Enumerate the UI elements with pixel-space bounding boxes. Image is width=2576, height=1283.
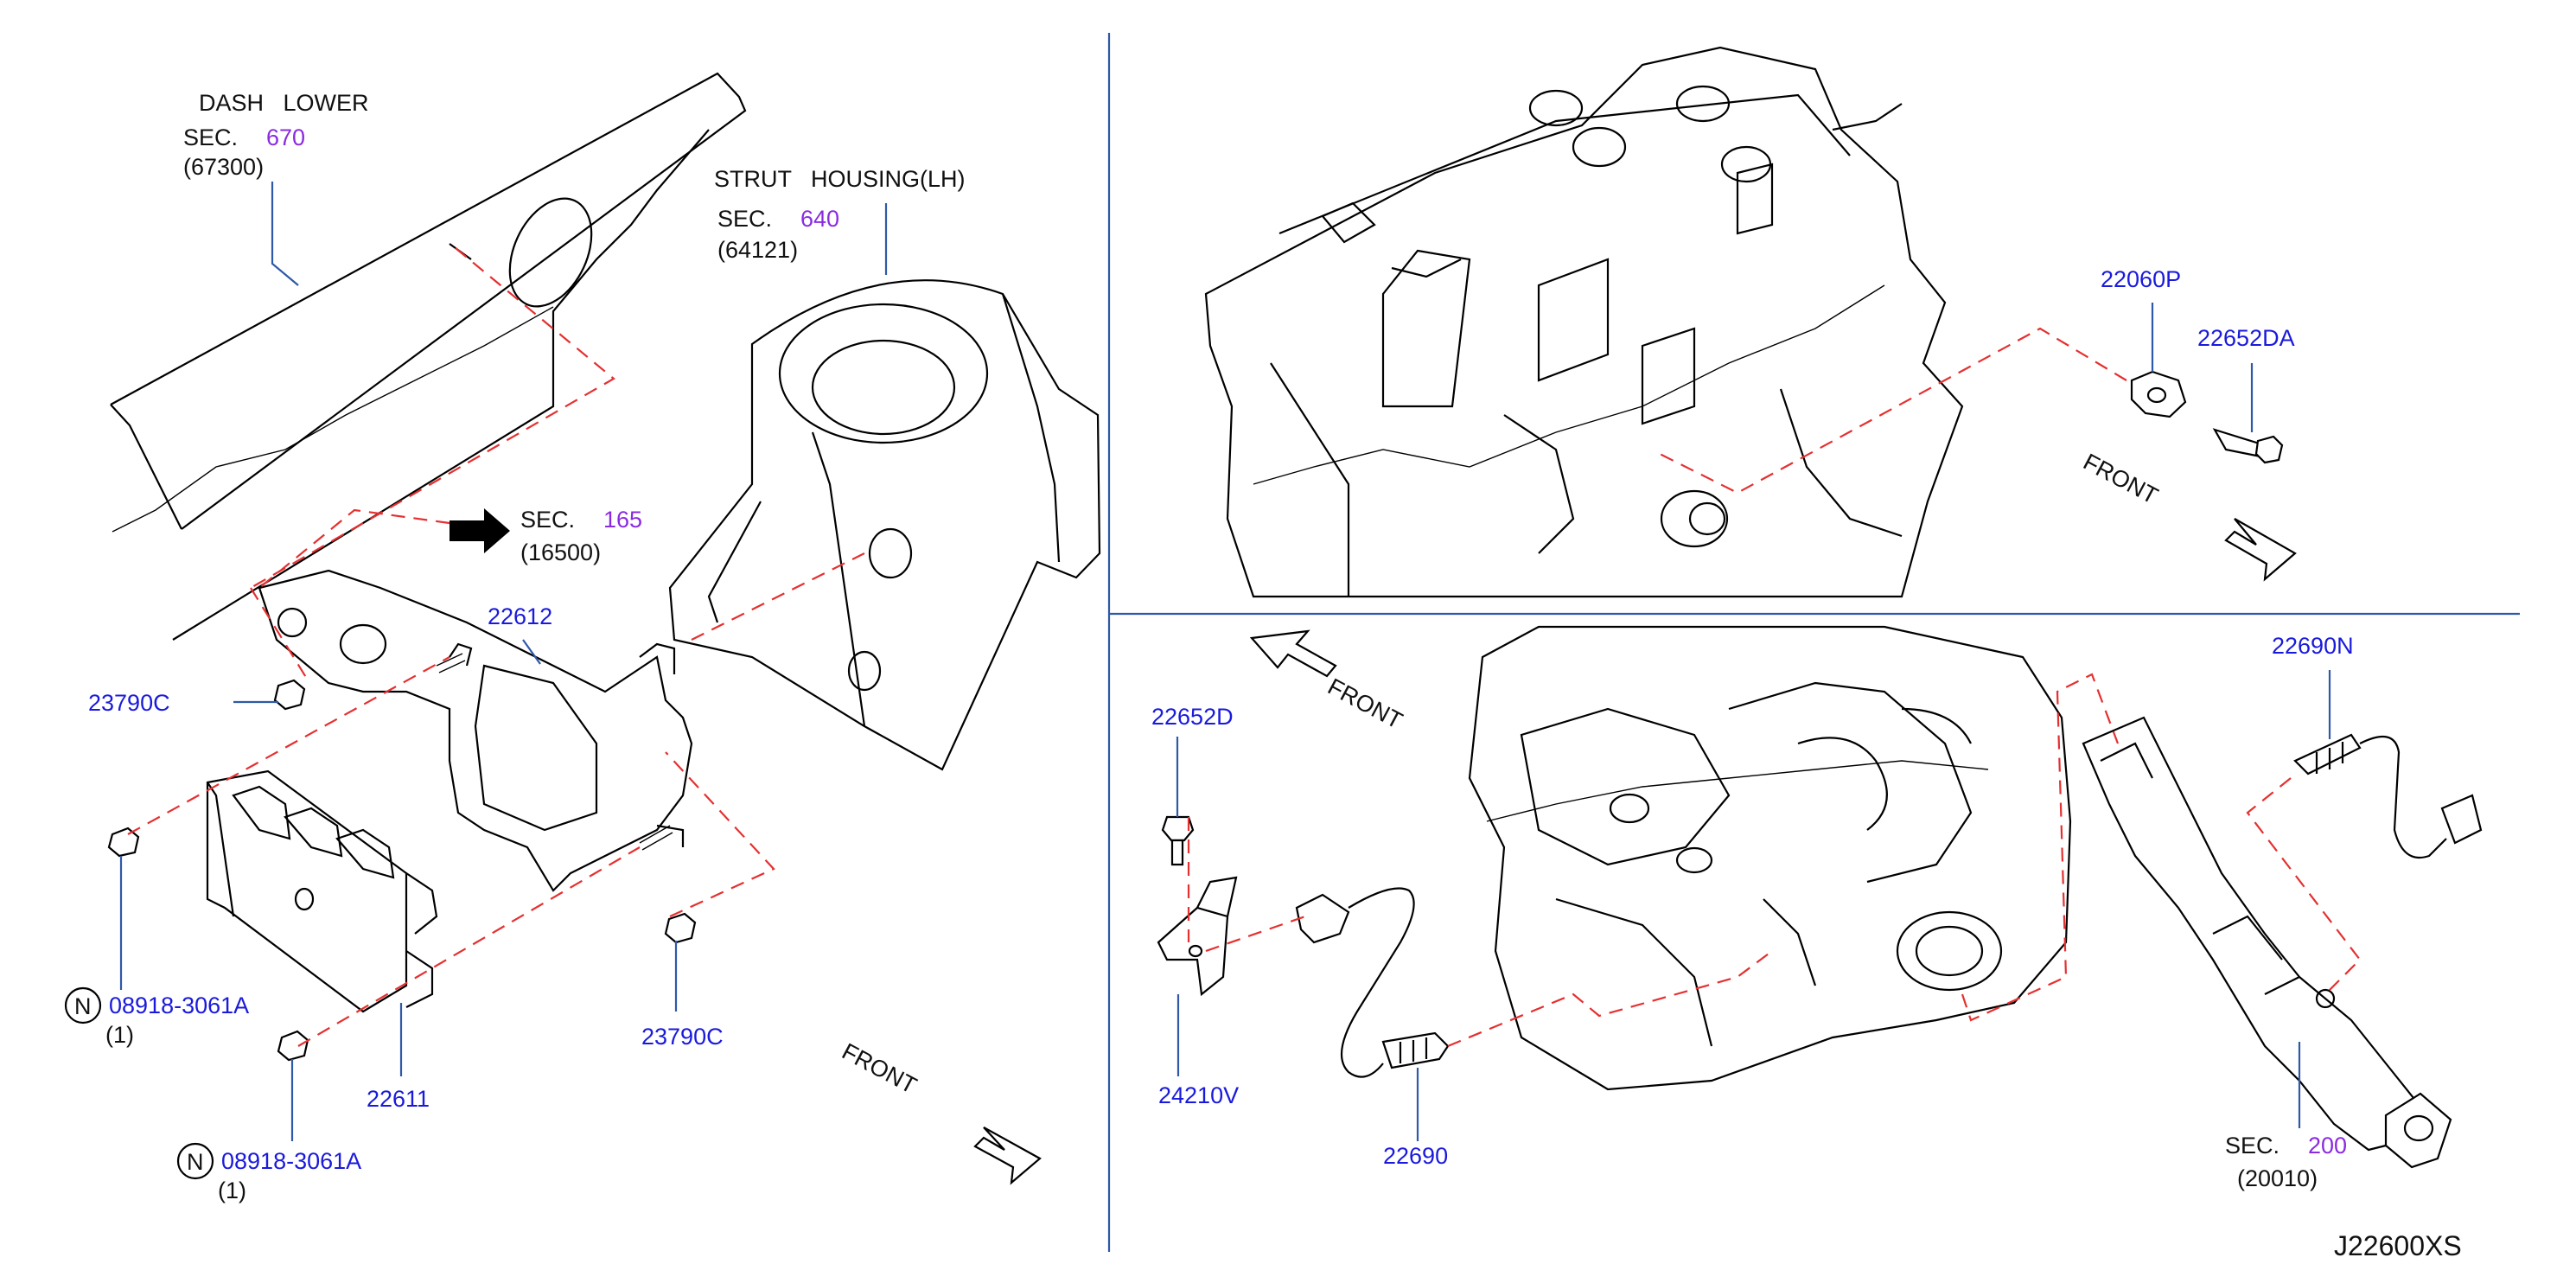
label-08918-3061a-lower[interactable]: 08918-3061A xyxy=(221,1148,361,1174)
dash-lower-panel-drawing xyxy=(110,72,747,641)
stud-icon xyxy=(436,653,673,851)
dashed-guides-left xyxy=(127,247,865,1047)
label-22652da[interactable]: 22652DA xyxy=(2197,325,2295,351)
label-22060p[interactable]: 22060P xyxy=(2101,266,2181,292)
front-label-left: FRONT xyxy=(838,1038,921,1099)
front-label-right-bottom: FRONT xyxy=(1323,673,1406,734)
bolt-1-symbol: N xyxy=(74,993,92,1019)
sec-165-part-number: (16500) xyxy=(520,539,601,565)
bolt-1-qty: (1) xyxy=(105,1022,134,1048)
label-22652d[interactable]: 22652D xyxy=(1151,704,1234,730)
strut-housing-drawing xyxy=(668,279,1101,771)
dash-lower-sec-prefix: SEC. xyxy=(183,124,238,150)
label-22611[interactable]: 22611 xyxy=(367,1086,430,1112)
label-23790c-right[interactable]: 23790C xyxy=(641,1024,724,1050)
dash-lower-title: DASH LOWER xyxy=(199,90,369,116)
label-23790c-left[interactable]: 23790C xyxy=(88,690,170,716)
bolt-22652da-icon xyxy=(2212,428,2284,464)
label-08918-3061a-upper[interactable]: 08918-3061A xyxy=(109,993,249,1018)
sec-200-part-number: (20010) xyxy=(2237,1165,2318,1191)
label-24210v[interactable]: 24210V xyxy=(1158,1082,1239,1108)
dash-lower-part-number: (67300) xyxy=(183,154,264,180)
engine-top-drawing xyxy=(1204,46,1964,598)
direction-arrow-icon xyxy=(450,508,510,553)
knock-sensor-22060p-icon xyxy=(2130,370,2187,418)
ecm-22611-drawing xyxy=(206,769,438,1013)
front-label-right-top: FRONT xyxy=(2079,449,2162,509)
strut-housing-title: STRUT HOUSING(LH) xyxy=(714,166,966,192)
n-symbol-circle-upper-icon xyxy=(64,986,102,1024)
o2-sensor-22690-drawing xyxy=(1295,887,1450,1078)
dashed-guides-right-top xyxy=(1659,327,2127,495)
strut-housing-sec-number[interactable]: 640 xyxy=(800,206,839,232)
n-symbol-circle-lower-icon xyxy=(176,1142,214,1180)
label-22612[interactable]: 22612 xyxy=(488,603,552,629)
leaders-right-bottom xyxy=(1176,670,2331,1141)
label-22690[interactable]: 22690 xyxy=(1383,1143,1448,1169)
bolt-08918-lower-icon xyxy=(277,1030,309,1062)
strut-housing-sec-prefix: SEC. xyxy=(717,206,772,232)
clip-24210v-drawing xyxy=(1157,876,1238,997)
nut-23790c-left-icon xyxy=(273,679,306,711)
front-arrow-right-bottom-icon xyxy=(1249,629,1337,678)
sec-200-number[interactable]: 200 xyxy=(2308,1133,2347,1159)
engine-lower-drawing xyxy=(1468,625,2072,1091)
bolt-2-symbol: N xyxy=(187,1149,204,1175)
bolt-08918-upper-icon xyxy=(107,827,140,858)
o2-sensor-22690n-drawing xyxy=(2293,733,2483,859)
sec-165-number[interactable]: 165 xyxy=(603,507,642,533)
bolt-2-qty: (1) xyxy=(218,1178,246,1203)
dashed-guides-right-bottom xyxy=(1187,673,2362,1048)
diagram-id: J22600XS xyxy=(2334,1230,2462,1261)
bracket-22612-drawing xyxy=(258,569,693,892)
sec-165-prefix: SEC. xyxy=(520,507,575,533)
strut-housing-part-number: (64121) xyxy=(717,237,798,263)
dash-lower-sec-number[interactable]: 670 xyxy=(266,124,305,150)
nut-23790c-right-icon xyxy=(664,912,697,944)
catalytic-converter-drawing xyxy=(2082,716,2452,1169)
front-arrow-left-icon xyxy=(973,1127,1042,1185)
label-22690n[interactable]: 22690N xyxy=(2272,633,2354,659)
leaders-left xyxy=(119,182,888,1141)
front-arrow-right-top-icon xyxy=(2224,518,2297,582)
sec-200-prefix: SEC. xyxy=(2225,1133,2280,1159)
